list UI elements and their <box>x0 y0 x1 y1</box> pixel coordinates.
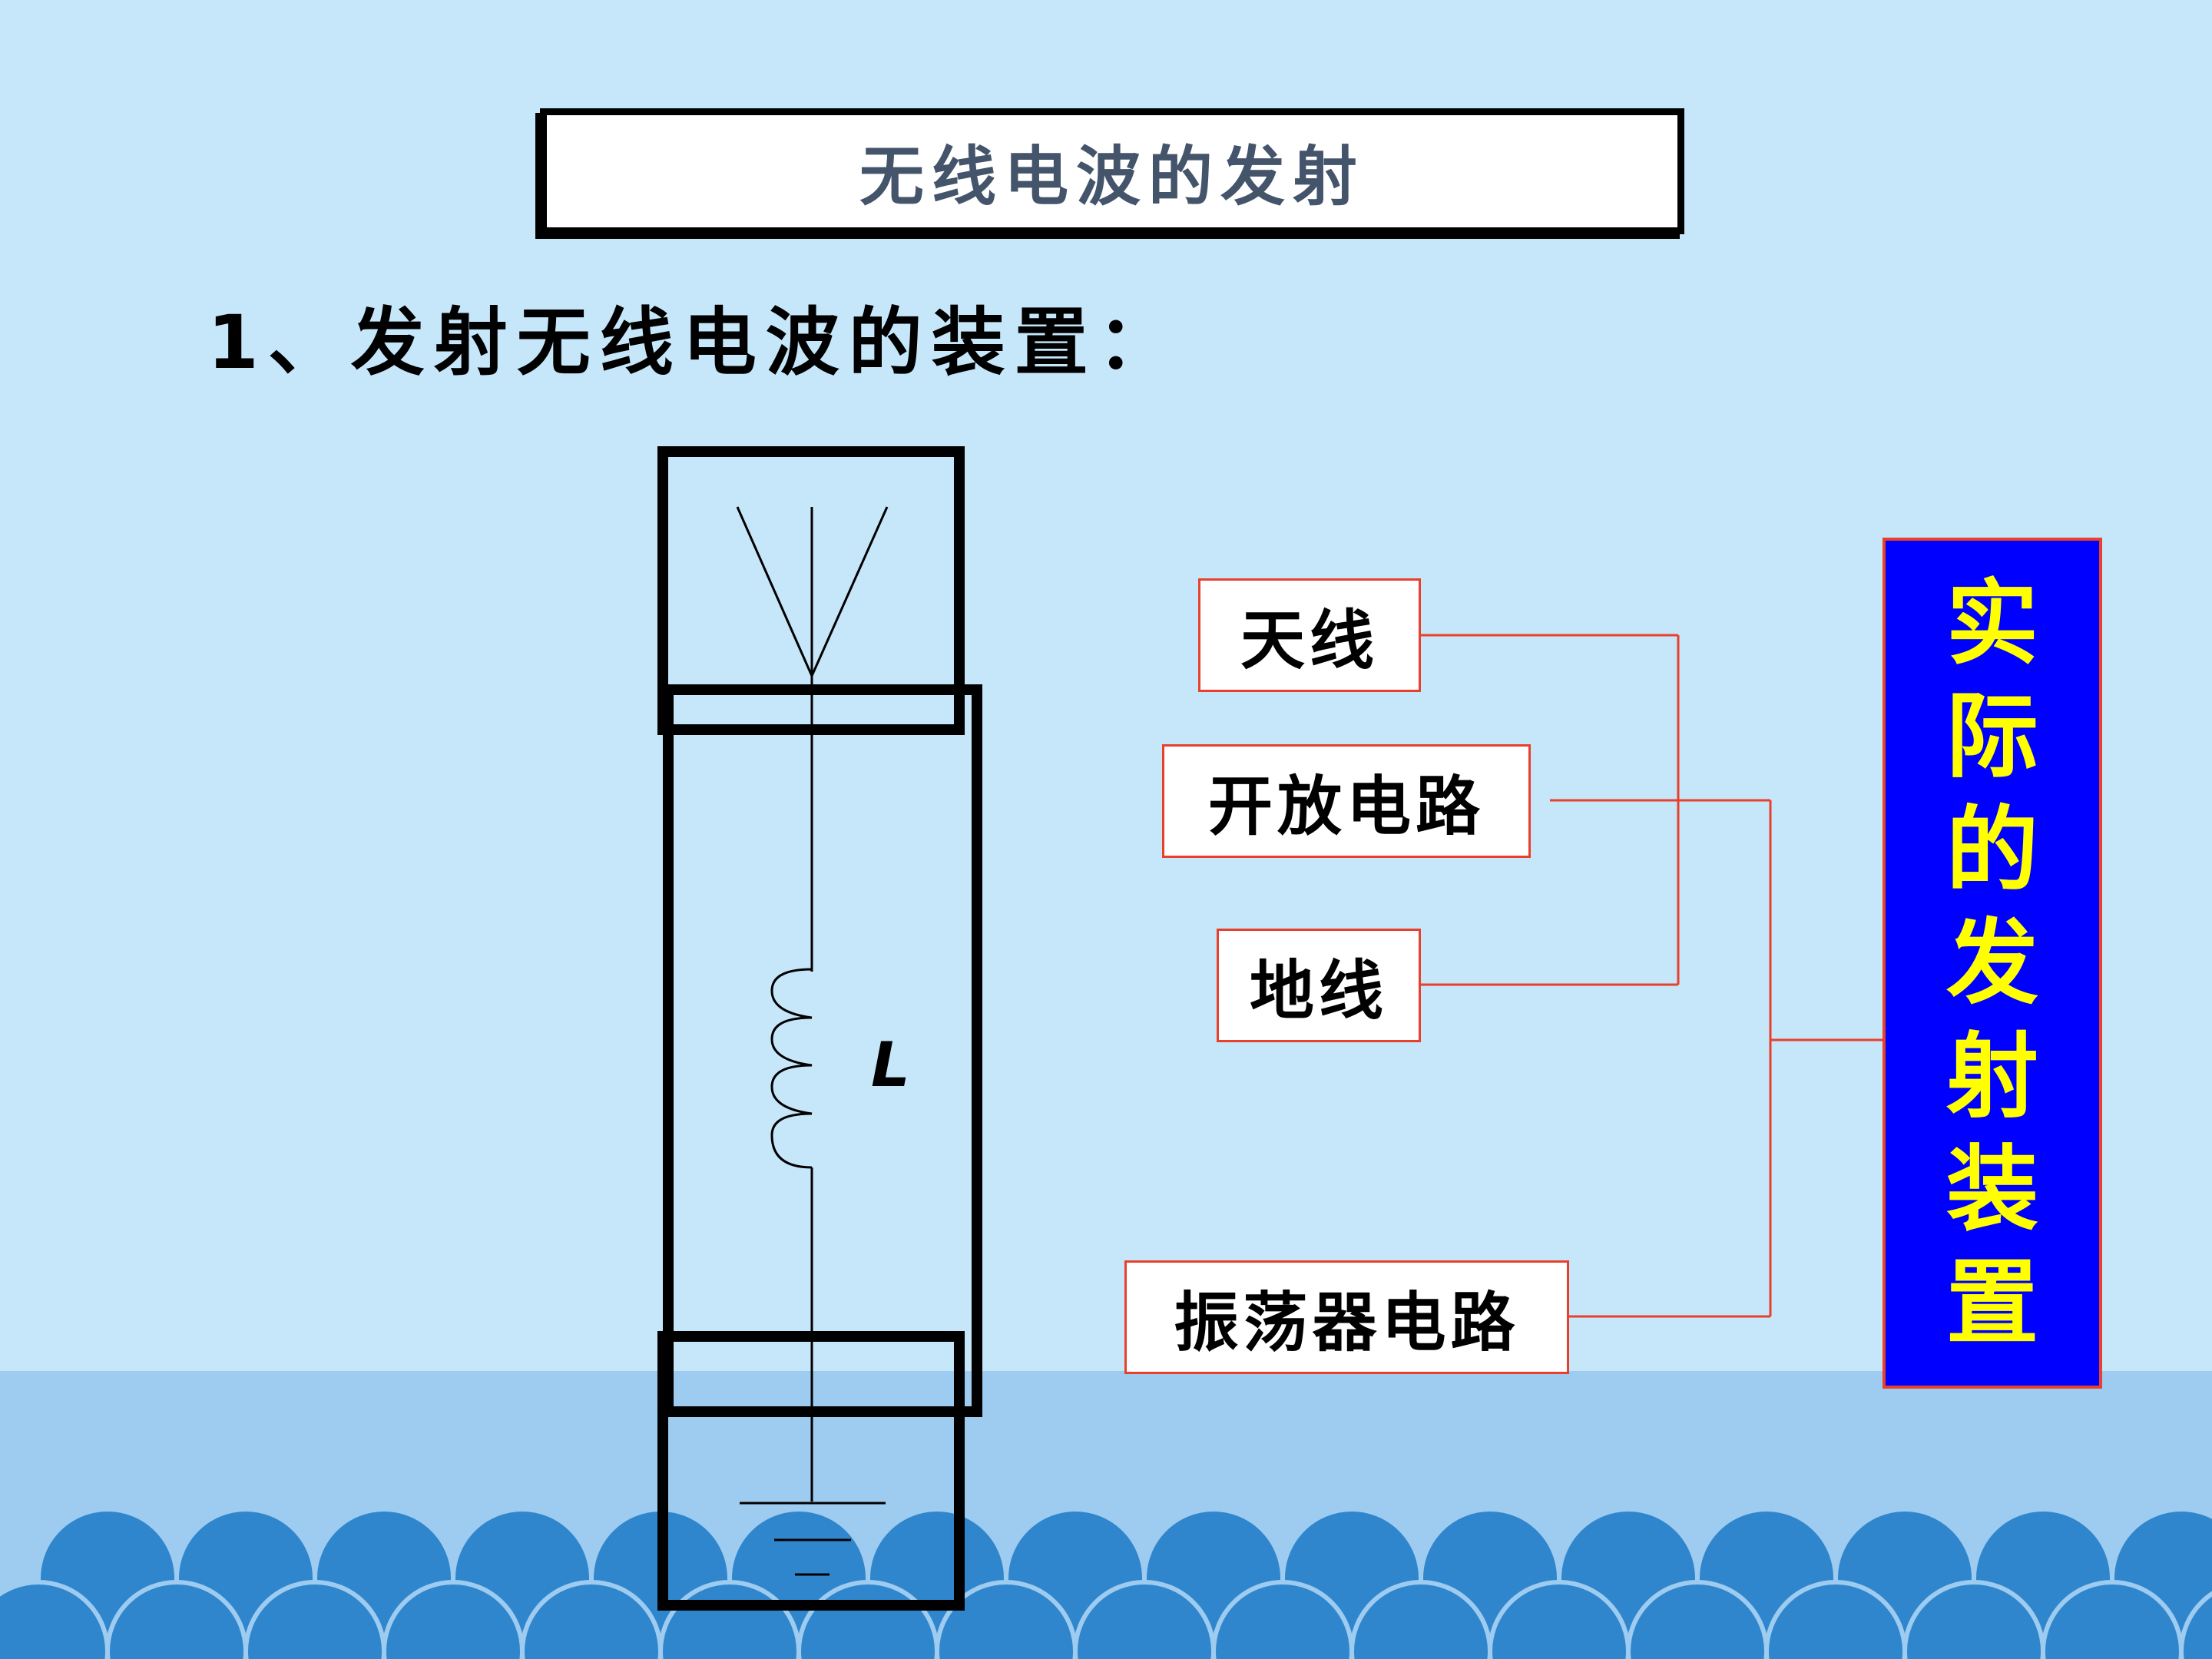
device-char: 实 <box>1946 568 2038 677</box>
label-ground: 地线 <box>1217 929 1421 1042</box>
label-oscillator: 振荡器电路 <box>1124 1260 1569 1374</box>
open-circuit-frame <box>663 684 982 1417</box>
inductor-label: L <box>871 1029 910 1101</box>
device-char: 装 <box>1946 1135 2038 1243</box>
connector-lines <box>1421 634 1883 1318</box>
device-char: 置 <box>1946 1248 2038 1357</box>
device-char: 发 <box>1946 909 2038 1017</box>
device-char: 的 <box>1946 795 2038 904</box>
device-char: 际 <box>1946 682 2038 790</box>
actual-transmitter-box: 实 际 的 发 射 装 置 <box>1883 538 2102 1389</box>
waves-row-front <box>0 1580 2212 1659</box>
label-antenna: 天线 <box>1198 578 1421 692</box>
ground-symbol <box>740 1502 886 1576</box>
slide-title: 无线电波的发射 <box>859 137 1365 214</box>
antenna-symbol <box>736 506 889 677</box>
device-char: 射 <box>1946 1022 2038 1131</box>
wave-bump <box>2179 1591 2212 1659</box>
title-box: 无线电波的发射 <box>540 108 1684 234</box>
inductor-coil <box>770 968 813 1169</box>
section-heading: 1、发射无线电波的装置： <box>207 300 1181 386</box>
label-open-circuit: 开放电路 <box>1162 744 1531 858</box>
